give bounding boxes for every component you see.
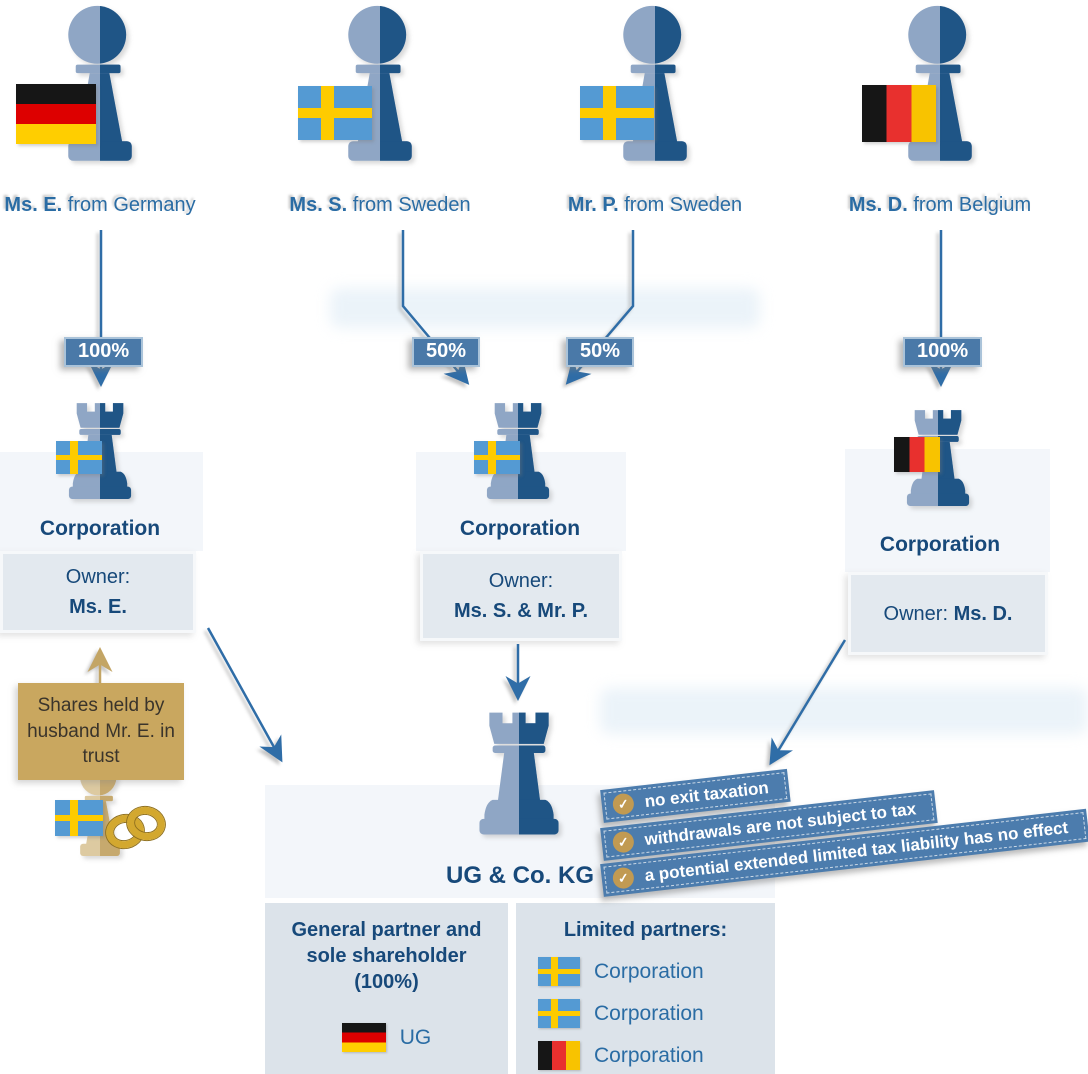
background-band xyxy=(330,288,760,328)
check-icon: ✓ xyxy=(611,866,635,890)
person-label: Ms. E. from Germany xyxy=(4,194,196,216)
limited-partners-title: Limited partners: xyxy=(563,919,728,941)
trust-note: Shares held by husband Mr. E. in trust xyxy=(18,683,184,780)
owner-box: Owner:Ms. S. & Mr. P. xyxy=(420,551,622,641)
sweden-flag-icon xyxy=(55,800,103,836)
corporation-title: Corporation xyxy=(459,517,581,540)
general-partner-box: General partner and sole shareholder (10… xyxy=(265,903,508,1074)
ownership-percent-badge: 50% xyxy=(412,337,481,367)
corporation-title: Corporation xyxy=(39,517,161,540)
sweden-flag-icon xyxy=(580,86,654,140)
partner-label: Corporation xyxy=(594,1043,704,1067)
person-label: Mr. P. from Sweden xyxy=(567,194,743,216)
sweden-flag-icon xyxy=(298,86,372,140)
germany-flag-icon xyxy=(16,84,96,144)
partner-row: Corporation xyxy=(538,1041,775,1070)
owner-box: Owner:Ms. E. xyxy=(0,551,196,633)
partner-label: Corporation xyxy=(594,1001,704,1025)
person-label: Ms. S. from Sweden xyxy=(289,194,471,216)
belgium-flag-icon xyxy=(538,1041,580,1070)
belgium-flag-icon xyxy=(894,437,940,472)
ownership-percent-badge: 100% xyxy=(903,337,983,367)
kg-rook-icon xyxy=(446,706,592,846)
belgium-flag-icon xyxy=(862,85,936,142)
general-partner-entity: UG xyxy=(399,1025,432,1049)
arrow-corp1-to-kg xyxy=(206,627,283,763)
sweden-flag-icon xyxy=(474,441,520,474)
sweden-flag-icon xyxy=(56,441,102,474)
check-icon: ✓ xyxy=(611,830,635,854)
person-label: Ms. D. from Belgium xyxy=(848,194,1032,216)
general-partner-title: General partner and sole shareholder (10… xyxy=(291,919,482,993)
limited-partners-box: Limited partners: Corporation Corporatio… xyxy=(516,903,775,1074)
kg-label: UG & Co. KG xyxy=(446,862,594,889)
partner-row: Corporation xyxy=(538,957,775,986)
ownership-percent-badge: 100% xyxy=(64,337,144,367)
owner-box: Owner: Ms. D. xyxy=(848,572,1048,655)
partner-row: Corporation xyxy=(538,999,775,1028)
partner-label: Corporation xyxy=(594,959,704,983)
ownership-percent-badge: 50% xyxy=(566,337,635,367)
check-icon: ✓ xyxy=(611,792,635,816)
corporation-title: Corporation xyxy=(879,533,1001,556)
wedding-rings-icon xyxy=(102,803,170,854)
sweden-flag-icon xyxy=(538,999,580,1028)
germany-flag-icon xyxy=(341,1023,386,1052)
background-band xyxy=(600,688,1088,734)
sweden-flag-icon xyxy=(538,957,580,986)
